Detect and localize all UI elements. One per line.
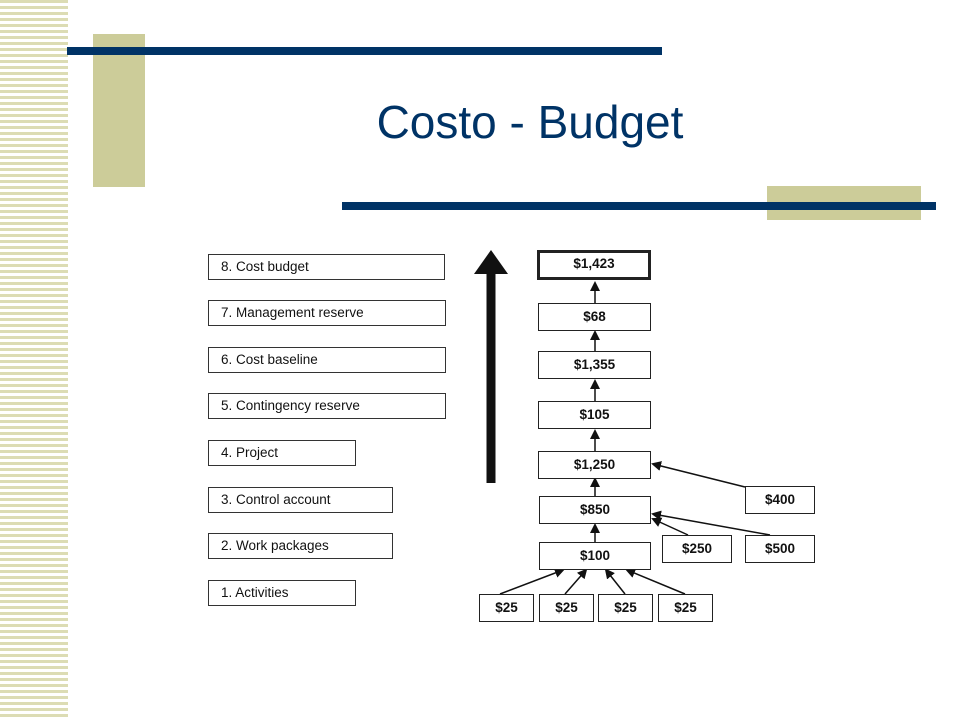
activity-box: $25 [658, 594, 713, 622]
level-work-packages: 2. Work packages [208, 533, 393, 559]
level-management-reserve: 7. Management reserve [208, 300, 446, 326]
level-contingency-reserve: 5. Contingency reserve [208, 393, 446, 419]
decorative-stripe [0, 0, 68, 720]
level-project: 4. Project [208, 440, 356, 466]
level-cost-baseline: 6. Cost baseline [208, 347, 446, 373]
work-package-box: $100 [539, 542, 651, 570]
work-package-b-box: $500 [745, 535, 815, 563]
project-extra-box: $400 [745, 486, 815, 514]
management-reserve-box: $68 [538, 303, 651, 331]
work-package-a-box: $250 [662, 535, 732, 563]
cost-budget-box: $1,423 [537, 250, 651, 280]
control-account-box: $850 [539, 496, 651, 524]
activity-box: $25 [598, 594, 653, 622]
contingency-reserve-box: $105 [538, 401, 651, 429]
level-cost-budget: 8. Cost budget [208, 254, 445, 280]
activity-box: $25 [539, 594, 594, 622]
level-activities: 1. Activities [208, 580, 356, 606]
activity-box: $25 [479, 594, 534, 622]
cost-baseline-box: $1,355 [538, 351, 651, 379]
decorative-block-left [93, 34, 145, 187]
decorative-line-bottom [342, 202, 936, 210]
level-control-account: 3. Control account [208, 487, 393, 513]
big-up-arrow-head [474, 250, 508, 274]
project-box: $1,250 [538, 451, 651, 479]
slide-title: Costo - Budget [376, 96, 684, 148]
decorative-line-top [67, 47, 662, 55]
